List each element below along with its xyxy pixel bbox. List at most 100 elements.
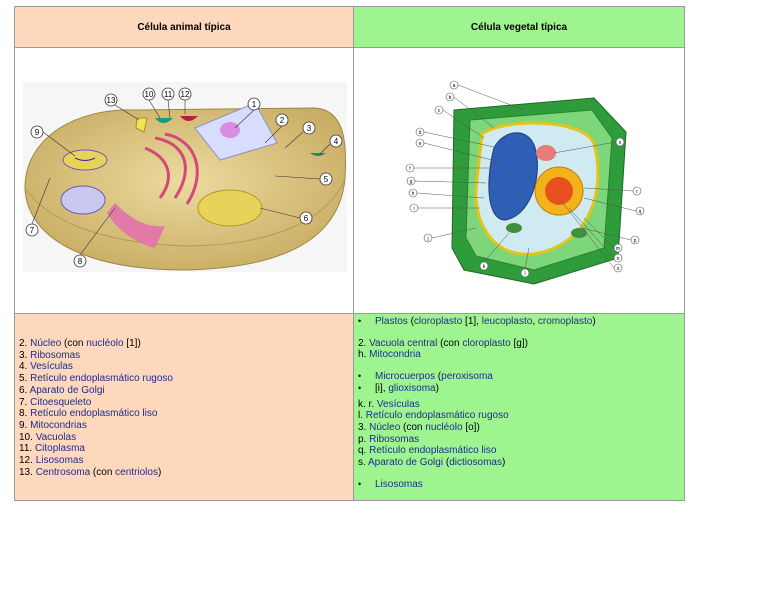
list-item: •Lisosomas	[358, 478, 423, 490]
link-citoesqueleto[interactable]: Citoesqueleto	[30, 396, 92, 408]
svg-text:s: s	[619, 140, 622, 146]
list-item: 7. Citoesqueleto	[19, 396, 92, 408]
list-item: 3. Núcleo (con nucléolo [o])	[358, 421, 480, 433]
plant-label-c: c	[434, 105, 444, 115]
link-citoplasma[interactable]: Citoplasma	[34, 443, 85, 455]
link-lisosomas-plant[interactable]: Lisosomas	[375, 478, 423, 490]
animal-label-9: 9	[30, 125, 44, 139]
plant-cell-image[interactable]: a b c d e f g h i j k l m n o p q	[353, 47, 685, 314]
svg-text:g: g	[410, 179, 413, 185]
link-reticulo-liso[interactable]: Retículo endoplasmático liso	[30, 408, 158, 420]
animal-label-7: 7	[25, 223, 39, 237]
link-nucleo-plant[interactable]: Núcleo	[369, 421, 401, 433]
plant-label-k: k	[479, 261, 489, 271]
animal-label-12: 12	[178, 87, 192, 101]
plant-label-d: d	[415, 127, 425, 137]
svg-text:1: 1	[252, 100, 257, 109]
animal-cell-diagram: 1 2 3 4 5 6 7 8 9 10 11 12 13	[23, 82, 347, 272]
link-cloroplasto[interactable]: cloroplasto	[413, 316, 463, 327]
svg-text:f: f	[409, 166, 411, 172]
link-microcuerpos[interactable]: Microcuerpos	[375, 371, 436, 383]
plant-label-b: b	[445, 92, 455, 102]
link-plastos[interactable]: Plastos	[375, 316, 408, 327]
link-centrosoma[interactable]: Centrosoma	[35, 466, 91, 478]
plant-label-q: q	[635, 206, 645, 216]
plant-label-o: o	[613, 263, 623, 273]
list-item: 9. Mitocondrias	[19, 419, 87, 431]
svg-text:d: d	[419, 130, 422, 136]
svg-text:4: 4	[334, 137, 339, 146]
link-golgi-plant[interactable]: Aparato de Golgi	[368, 457, 444, 469]
link-centriolos[interactable]: centriolos	[115, 466, 158, 478]
svg-text:a: a	[453, 83, 456, 89]
list-item: 10. Vacuolas	[19, 431, 77, 443]
link-mitocondria[interactable]: Mitocondria	[369, 349, 421, 361]
svg-text:10: 10	[145, 90, 154, 99]
plant-label-f: f	[405, 163, 415, 173]
svg-text:e: e	[419, 141, 422, 147]
svg-text:6: 6	[304, 214, 309, 223]
link-cromoplasto[interactable]: cromoplasto	[537, 316, 593, 327]
link-mitocondrias[interactable]: Mitocondrias	[30, 419, 87, 431]
link-peroxisoma[interactable]: peroxisoma	[441, 371, 493, 383]
svg-text:11: 11	[164, 90, 173, 99]
list-item: q. Retículo endoplasmático liso	[358, 445, 497, 457]
svg-text:8: 8	[78, 257, 83, 266]
svg-text:2: 2	[280, 116, 285, 125]
link-glioxisoma[interactable]: glioxisoma	[388, 382, 436, 394]
plant-label-e: e	[415, 138, 425, 148]
animal-label-3: 3	[302, 121, 316, 135]
plant-label-j: j	[423, 233, 433, 243]
plant-organelle-list: •Plastos (cloroplasto [1], leucoplasto, …	[354, 314, 684, 490]
link-golgi[interactable]: Aparato de Golgi	[29, 384, 105, 396]
link-leucoplasto[interactable]: leucoplasto	[481, 316, 533, 327]
svg-text:p: p	[634, 238, 637, 244]
list-item: 5. Retículo endoplasmático rugoso	[19, 373, 173, 385]
link-nucleo[interactable]: Núcleo	[30, 338, 62, 349]
link-reticulo-rugoso[interactable]: Retículo endoplasmático rugoso	[30, 373, 173, 385]
svg-text:3: 3	[307, 124, 312, 133]
plant-label-r: r	[632, 186, 642, 196]
list-item: 11. Citoplasma	[19, 443, 85, 455]
list-item: p. Ribosomas	[358, 433, 420, 445]
plant-label-m: m	[613, 243, 623, 253]
link-reticulo-liso-plant[interactable]: Retículo endoplasmático liso	[369, 445, 497, 457]
plant-organelle-list-cell: •Plastos (cloroplasto [1], leucoplasto, …	[353, 313, 685, 501]
svg-text:7: 7	[30, 226, 35, 235]
link-dictiosomas[interactable]: dictiosomas	[449, 457, 502, 469]
list-item: 8. Retículo endoplasmático liso	[19, 408, 158, 420]
svg-text:12: 12	[181, 90, 190, 99]
list-item: l. Retículo endoplasmático rugoso	[358, 410, 509, 422]
link-vesiculas-plant[interactable]: Vesículas	[376, 398, 420, 410]
link-nucleolo-plant[interactable]: nucléolo	[425, 421, 463, 433]
plant-cell-diagram: a b c d e f g h i j k l m n o p q	[405, 80, 645, 285]
svg-text:c: c	[438, 108, 441, 114]
link-ribosomas-plant[interactable]: Ribosomas	[369, 433, 420, 445]
link-cloroplasto-2[interactable]: cloroplasto	[462, 337, 511, 349]
link-vesiculas[interactable]: Vesículas	[30, 361, 73, 373]
plant-label-h: h	[408, 188, 418, 198]
list-item: 3. Ribosomas	[19, 349, 81, 361]
animal-label-5: 5	[319, 172, 333, 186]
animal-organelle-list-cell: 2. Núcleo (con nucléolo [1]) 3. Ribosoma…	[14, 313, 354, 501]
svg-text:13: 13	[107, 96, 116, 105]
header-plant-cell: Célula vegetal típica	[353, 6, 685, 48]
list-item: 6. Aparato de Golgi	[19, 384, 105, 396]
link-vacuola-central[interactable]: Vacuola central	[369, 337, 438, 349]
list-item: 2. Núcleo (con nucléolo [1])	[19, 338, 141, 349]
svg-text:l: l	[524, 271, 525, 277]
link-nucleolo[interactable]: nucléolo	[86, 338, 124, 349]
link-ribosomas[interactable]: Ribosomas	[30, 349, 81, 361]
svg-text:5: 5	[324, 175, 329, 184]
svg-text:h: h	[412, 191, 415, 197]
svg-text:k: k	[483, 264, 486, 270]
link-lisosomas[interactable]: Lisosomas	[35, 455, 84, 467]
plant-label-p: p	[630, 235, 640, 245]
animal-cell-image[interactable]: 1 2 3 4 5 6 7 8 9 10 11 12 13	[14, 47, 354, 314]
svg-text:9: 9	[35, 128, 40, 137]
link-reticulo-rugoso-plant[interactable]: Retículo endoplasmático rugoso	[365, 410, 509, 422]
plant-label-s: s	[615, 137, 625, 147]
link-vacuolas[interactable]: Vacuolas	[35, 431, 77, 443]
svg-text:n: n	[617, 256, 620, 262]
header-animal-cell: Célula animal típica	[14, 6, 354, 48]
